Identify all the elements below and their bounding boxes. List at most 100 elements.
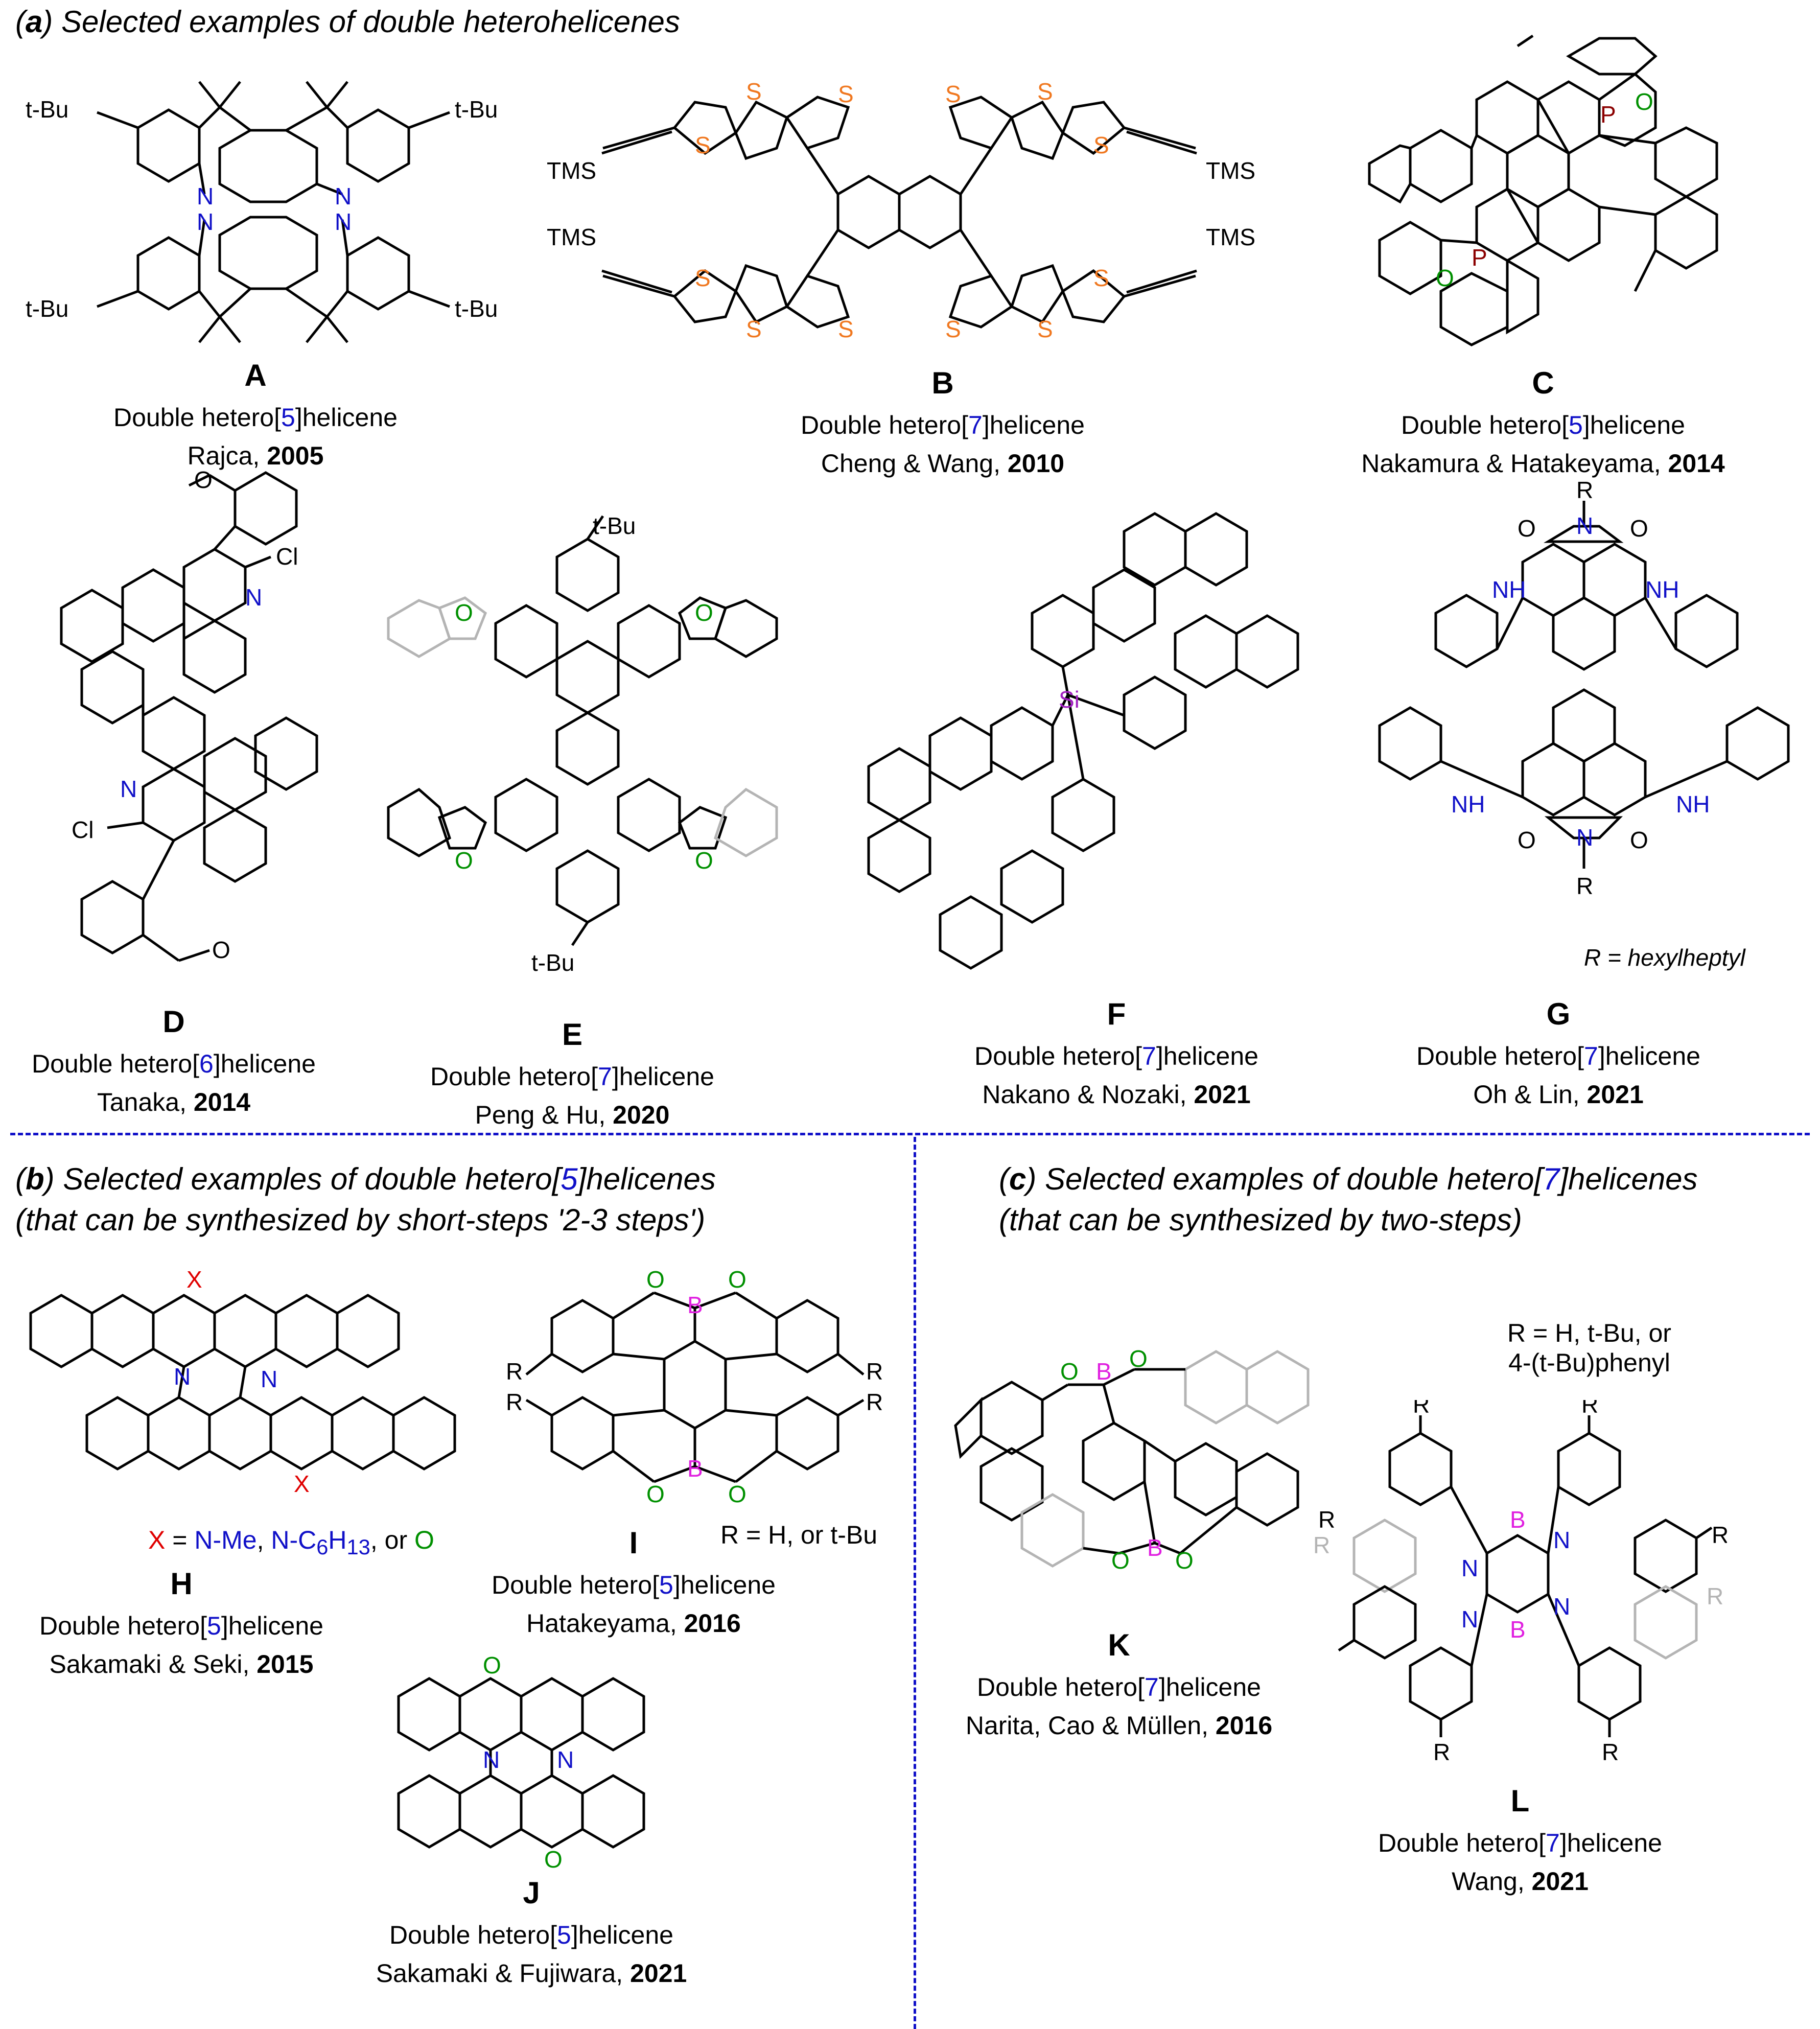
g-r-1: R [1576,480,1593,503]
a-n-3: N [197,208,214,235]
j-n-1: N [483,1746,500,1773]
b-s-1: S [746,78,762,105]
j-o-2: O [544,1846,563,1873]
label-c: C [1532,366,1554,400]
e-o-3: O [455,847,473,874]
b-s-5: S [695,132,711,158]
l-r-8: R [1707,1583,1723,1610]
c-p-1: P [1600,101,1616,128]
l-b-2: B [1510,1616,1526,1643]
h-x-2: X [294,1471,310,1497]
b-tms-4: TMS [1206,224,1255,250]
label-d: D [162,1005,185,1039]
section-b-pre: Selected examples of double hetero[ [54,1162,561,1196]
h-x-1: X [186,1266,202,1293]
section-a-text: Selected examples of double heterohelice… [53,5,680,39]
g-o-4: O [1630,827,1648,853]
section-c-title: (c) Selected examples of double hetero[7… [999,1162,1698,1196]
i-r-1: R [506,1358,523,1385]
structure-j: O O N N [388,1650,685,1875]
b-tms-3: TMS [547,224,596,250]
a-tbu-1: t-Bu [26,96,68,123]
g-n-2: N [1576,824,1593,851]
a-n-4: N [335,208,352,235]
caption-i: I Double hetero[5]helicene Hatakeyama, 2… [492,1520,776,1643]
k-o-3: O [1111,1547,1130,1574]
d-n-1: N [245,584,262,611]
b-tms-2: TMS [1206,157,1255,184]
j-n-2: N [557,1746,574,1773]
structure-d: Cl Cl N N O O [41,470,358,1007]
label-j: J [523,1876,540,1910]
label-l: L [1510,1784,1530,1818]
g-nh-3: NH [1451,791,1485,818]
g-r-2: R [1576,873,1593,899]
d-cl-1: Cl [276,543,298,570]
i-o-2: O [728,1266,746,1293]
caption-d: D Double hetero[6]helicene Tanaka, 2014 [32,999,316,1122]
l-n-1: N [1461,1555,1478,1581]
b-s-7: S [695,265,711,291]
i-r-4: R [866,1389,883,1415]
i-b-1: B [687,1292,703,1318]
caption-c: C Double hetero[5]helicene Nakamura & Ha… [1361,360,1724,483]
section-a-letter: a [25,5,43,39]
g-nh-4: NH [1676,791,1710,818]
section-c-post: ]helicenes [1559,1162,1698,1196]
l-n-3: N [1461,1606,1478,1632]
section-c-pre: Selected examples of double hetero[ [1036,1162,1543,1196]
caption-g: G Double hetero[7]helicene Oh & Lin, 202… [1416,991,1700,1114]
structure-b: TMS TMS TMS TMS S S S S S S S S S S S S [542,77,1288,363]
a-tbu-3: t-Bu [26,295,68,322]
section-b-letter: b [25,1162,44,1196]
c-o-2: O [1436,265,1454,291]
i-r-3: R [506,1389,523,1415]
k-o-4: O [1175,1547,1194,1574]
i-o-3: O [646,1481,665,1507]
caption-f: F Double hetero[7]helicene Nakano & Noza… [974,991,1258,1114]
a-tbu-2: t-Bu [455,96,498,123]
b-tms-1: TMS [547,157,596,184]
caption-k: K Double hetero[7]helicene Narita, Cao &… [966,1622,1272,1745]
b-s-10: S [838,316,854,342]
label-e: E [562,1017,583,1052]
l-r-3: R [1433,1739,1450,1765]
g-o-2: O [1630,515,1648,542]
g-o-3: O [1518,827,1536,853]
l-r-2: R [1581,1400,1598,1418]
structure-a: t-Bu t-Bu t-Bu t-Bu N N N N [20,66,526,353]
label-a: A [244,358,267,392]
caption-j: J Double hetero[5]helicene Sakamaki & Fu… [376,1870,687,1993]
structure-l: B B N N N N R R R R R R R R [1308,1400,1727,1768]
b-s-11: S [945,316,961,342]
vertical-divider [914,1137,916,2029]
label-i: I [629,1526,638,1560]
caption-h: H Double hetero[5]helicene Sakamaki & Se… [39,1561,323,1684]
section-b-subtitle: (that can be synthesized by short-steps … [15,1203,706,1237]
section-b-title: (b) Selected examples of double hetero[5… [15,1162,716,1196]
b-s-9: S [746,316,762,342]
g-n-1: N [1576,512,1593,539]
b-s-3: S [945,81,961,107]
k-b-2: B [1147,1534,1163,1561]
structure-f: Si [848,511,1334,986]
k-b-1: B [1096,1358,1112,1385]
h-substituent-note: X = N-Me, N-C6H13, or O [148,1526,434,1559]
j-o-1: O [483,1652,501,1678]
i-o-1: O [646,1266,665,1293]
d-cl-2: Cl [72,817,94,843]
label-k: K [1108,1628,1130,1662]
c-p-2: P [1472,244,1487,271]
d-n-2: N [120,776,137,802]
b-s-2: S [838,81,854,107]
structure-e: t-Bu t-Bu O O O O [368,511,818,1012]
g-r-note: R = hexylheptyl [1584,944,1746,971]
b-s-6: S [1093,132,1109,158]
b-s-4: S [1037,78,1053,105]
caption-e: E Double hetero[7]helicene Peng & Hu, 20… [430,1012,714,1134]
label-h: H [170,1567,193,1601]
e-o-2: O [695,599,713,626]
l-r-7: R [1313,1532,1330,1558]
e-o-4: O [695,847,713,874]
